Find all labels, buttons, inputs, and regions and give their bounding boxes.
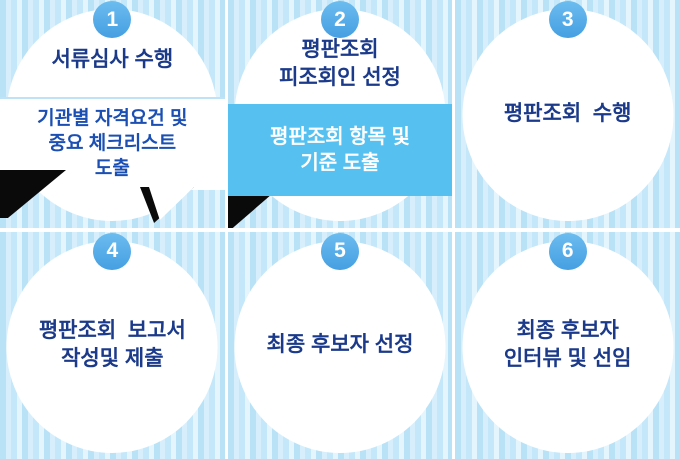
- step-cell-2: 평판조회 피조회인 선정 평판조회 항목 및 기준 도출 2: [227, 0, 453, 228]
- step-cell-6: 최종 후보자 인터뷰 및 선임 6: [455, 231, 680, 459]
- step-cell-1: 서류심사 수행 기관별 자격요건 및 중요 체크리스트 도출 1: [0, 0, 225, 228]
- step-circle: [462, 240, 674, 453]
- corner-shadow-shape: [227, 196, 270, 228]
- step-number: 6: [561, 239, 574, 262]
- step-number-badge: 2: [320, 1, 359, 38]
- step-title: 최종 후보자 인터뷰 및 선임: [503, 318, 632, 371]
- step-circle: [6, 240, 218, 453]
- step-title: 평판조회 보고서 작성및 제출: [38, 318, 186, 371]
- step-number-badge: 3: [548, 1, 587, 38]
- step-title: 평판조회 수행: [503, 101, 632, 125]
- step-circle: [462, 9, 674, 221]
- step-number: 3: [561, 7, 574, 31]
- step-title: 평판조회 피조회인 선정: [279, 38, 401, 90]
- step-number-badge: 1: [93, 1, 132, 38]
- step-cell-4: 평판조회 보고서 작성및 제출 4: [0, 231, 225, 459]
- step-number-badge: 6: [548, 232, 587, 270]
- step-number-badge: 5: [320, 232, 359, 270]
- step-number: 5: [334, 239, 346, 262]
- step-callout: 기관별 자격요건 및 중요 체크리스트 도출: [0, 97, 225, 190]
- step-number: 4: [106, 239, 119, 262]
- step-callout: 평판조회 항목 및 기준 도출: [227, 104, 453, 196]
- step-number: 1: [106, 7, 119, 31]
- step-title: 서류심사 수행: [51, 48, 174, 71]
- step-number-badge: 4: [93, 232, 132, 270]
- step-number: 2: [334, 7, 346, 31]
- step-cell-3: 평판조회 수행 3: [455, 0, 680, 228]
- step-cell-5: 최종 후보자 선정 5: [227, 231, 453, 459]
- step-title: 최종 후보자 선정: [266, 333, 414, 357]
- step-circle: [234, 240, 446, 453]
